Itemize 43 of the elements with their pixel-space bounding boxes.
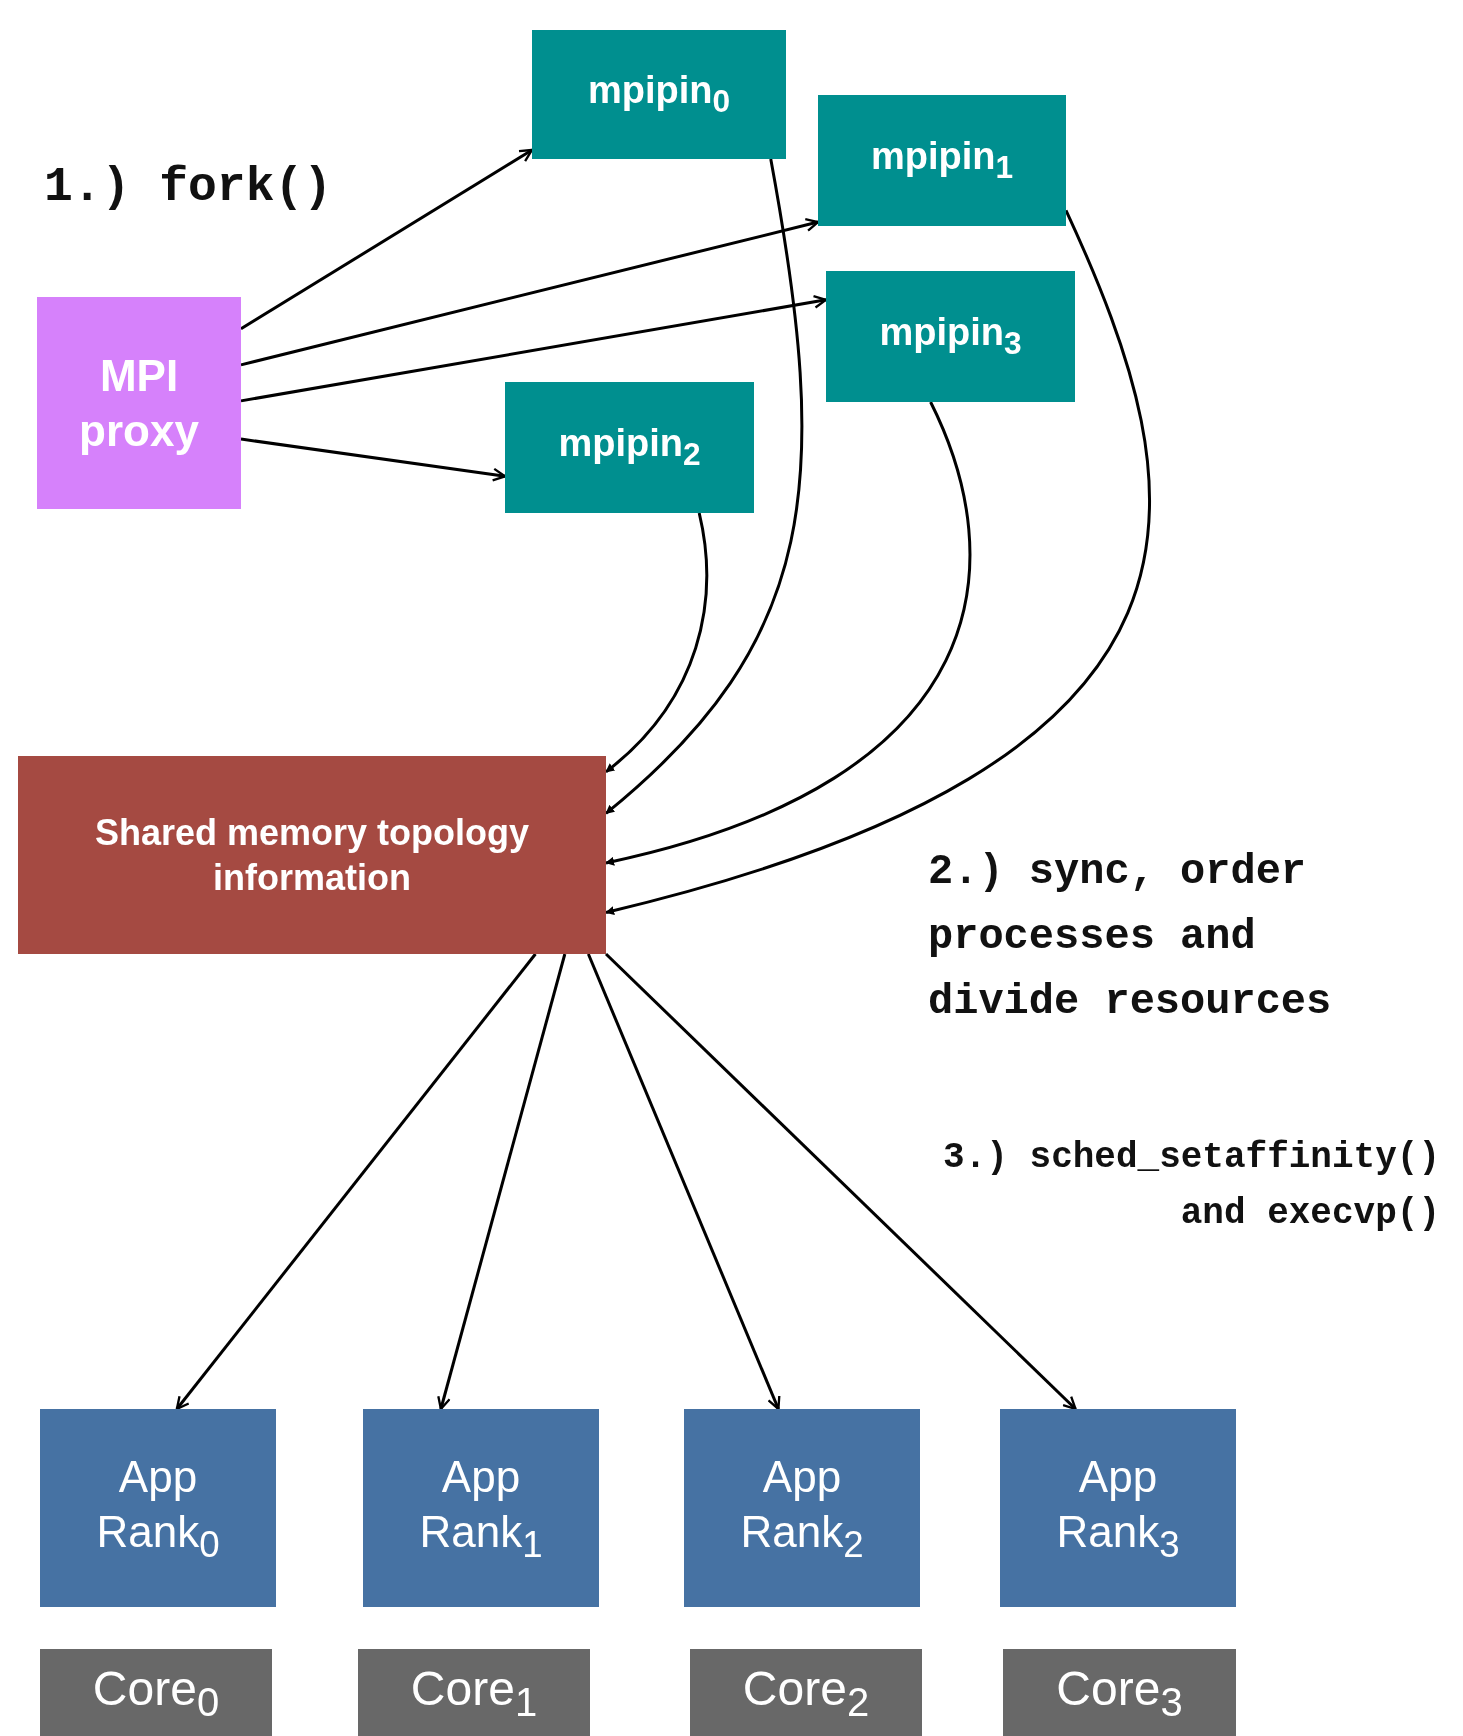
arrow: [605, 401, 971, 866]
node-text: App Rank$_{0}$: [95, 1450, 221, 1567]
arrow: [240, 218, 820, 367]
node-text: MPI proxy: [78, 350, 200, 457]
node-text: Shared memory topology information: [93, 811, 531, 900]
process-box: [505, 382, 754, 513]
node-text: mpipin$_{0}$: [586, 68, 732, 121]
arrow: [240, 148, 534, 331]
arrow: [604, 952, 1077, 1411]
process-box: [818, 95, 1066, 226]
node-text: Core$_{1}$: [409, 1660, 539, 1726]
step-note: 1.) fork(): [44, 159, 334, 216]
node-text: mpipin$_{3}$: [878, 310, 1023, 363]
rank-box: [40, 1409, 276, 1607]
node-text: App Rank$_{1}$: [418, 1450, 544, 1567]
arrow: [175, 953, 537, 1411]
arrow: [605, 158, 804, 815]
rank-box: [363, 1409, 599, 1607]
process-box: [532, 30, 786, 159]
arrow: [240, 437, 507, 482]
memory-box: [18, 756, 606, 954]
rank-box: [1000, 1409, 1236, 1607]
arrow: [240, 294, 828, 403]
node-text: mpipin$_{2}$: [557, 421, 702, 474]
node-text: Core$_{2}$: [741, 1660, 871, 1726]
node-text: App Rank$_{3}$: [1055, 1450, 1181, 1567]
arrow: [605, 512, 709, 773]
step-note: 2.) sync, order processes and divide resources: [928, 847, 1333, 1029]
core-box: [1003, 1649, 1236, 1736]
arrow: [586, 953, 781, 1411]
node-text: Core$_{0}$: [91, 1660, 221, 1726]
core-box: [40, 1649, 272, 1736]
node-text: Core$_{3}$: [1055, 1660, 1184, 1726]
core-box: [358, 1649, 590, 1736]
arrow: [437, 953, 567, 1411]
rank-box: [684, 1409, 920, 1607]
node-text: App Rank$_{2}$: [739, 1450, 865, 1567]
step-note: 3.) sched_setaffinity() and execvp(): [942, 1136, 1440, 1236]
process-box: [826, 271, 1075, 402]
arrow: [605, 209, 1151, 915]
node-text: mpipin$_{1}$: [869, 134, 1015, 187]
process-box: [37, 297, 241, 509]
core-box: [690, 1649, 922, 1736]
